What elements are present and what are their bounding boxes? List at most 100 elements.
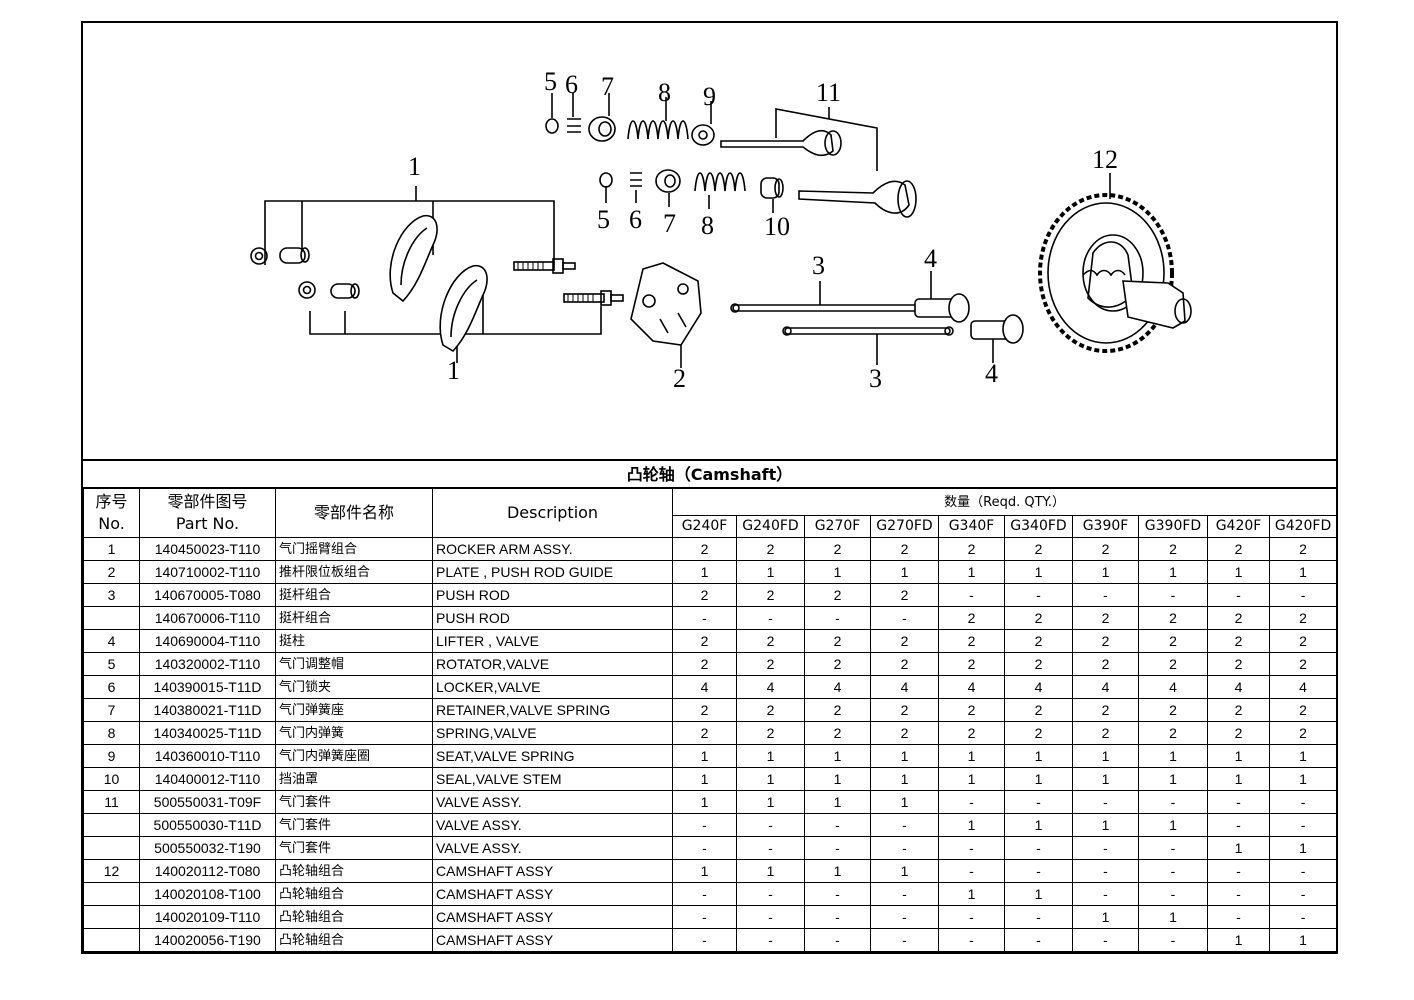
- row-qty-g390f: 1: [1072, 905, 1139, 929]
- row-qty-g340f: 2: [938, 537, 1005, 561]
- row-no: 2: [83, 560, 140, 584]
- seal-lower-icon: [760, 177, 784, 199]
- row-qty-g270f: 1: [804, 859, 871, 883]
- row-qty-g340f: 2: [938, 721, 1005, 745]
- row-qty-g420fd: 4: [1268, 675, 1338, 699]
- row-part-no: 140360010-T110: [139, 744, 276, 768]
- row-qty-g270fd: -: [870, 928, 939, 952]
- row-description: SEAL,VALVE STEM: [432, 767, 673, 791]
- row-no: 7: [83, 698, 140, 722]
- row-part-no: 140450023-T110: [139, 537, 276, 561]
- retainer-lower-icon: [655, 169, 681, 193]
- row-name-cn: 凸轮轴组合: [275, 882, 433, 906]
- header-qty: 数量（Reqd. QTY.）: [671, 488, 1338, 516]
- row-part-no: 140340025-T11D: [139, 721, 276, 745]
- row-qty-g420f: -: [1207, 813, 1270, 837]
- row-qty-g240f: 1: [672, 560, 737, 584]
- row-qty-g390fd: 1: [1138, 813, 1208, 837]
- row-qty-g420f: 2: [1207, 629, 1270, 653]
- header-part-en: Part No.: [175, 514, 240, 533]
- row-qty-g270fd: -: [870, 882, 939, 906]
- model-header-g270f: G270F: [804, 515, 871, 538]
- row-description: PUSH ROD: [432, 606, 673, 630]
- row-qty-g240f: -: [672, 836, 737, 860]
- callout-8-upper: 8: [658, 78, 671, 107]
- row-qty-g270f: 1: [804, 767, 871, 791]
- row-qty-g340fd: 1: [1004, 767, 1073, 791]
- row-qty-g420fd: 1: [1268, 744, 1338, 768]
- row-part-no: 140390015-T11D: [139, 675, 276, 699]
- row-part-no: 140670005-T080: [139, 583, 276, 607]
- row-no: 4: [83, 629, 140, 653]
- row-qty-g390f: -: [1072, 790, 1139, 814]
- row-qty-g240fd: -: [736, 813, 805, 837]
- callout-6-lower: 6: [629, 205, 642, 234]
- callout-4-upper: 4: [924, 244, 937, 273]
- row-qty-g270fd: 2: [870, 698, 939, 722]
- callout-12: 12: [1092, 145, 1118, 174]
- row-no: 8: [83, 721, 140, 745]
- row-description: VALVE ASSY.: [432, 836, 673, 860]
- model-header-g390f: G390F: [1072, 515, 1139, 538]
- row-qty-g240f: 1: [672, 767, 737, 791]
- row-qty-g420fd: -: [1268, 583, 1338, 607]
- row-qty-g240fd: 4: [736, 675, 805, 699]
- row-description: PUSH ROD: [432, 583, 673, 607]
- row-description: SEAT,VALVE SPRING: [432, 744, 673, 768]
- parts-sheet: 5 6 7 8 9 11 1 5 6 7 8 10 12 3 4 2 1 3 4…: [81, 21, 1338, 954]
- row-qty-g340fd: 1: [1004, 882, 1073, 906]
- row-qty-g340f: 1: [938, 767, 1005, 791]
- callout-7-upper: 7: [601, 72, 614, 101]
- row-name-cn: 凸轮轴组合: [275, 928, 433, 952]
- row-qty-g270f: -: [804, 836, 871, 860]
- row-qty-g390fd: 1: [1138, 905, 1208, 929]
- row-qty-g270f: 2: [804, 583, 871, 607]
- row-qty-g420f: 1: [1207, 836, 1270, 860]
- row-qty-g390fd: 1: [1138, 560, 1208, 584]
- row-qty-g340fd: 2: [1004, 606, 1073, 630]
- row-no: 10: [83, 767, 140, 791]
- row-qty-g270fd: 2: [870, 583, 939, 607]
- row-qty-g420fd: 1: [1268, 560, 1338, 584]
- row-qty-g420fd: 2: [1268, 721, 1338, 745]
- row-qty-g270fd: 4: [870, 675, 939, 699]
- model-header-g420f: G420F: [1207, 515, 1270, 538]
- row-qty-g270fd: -: [870, 813, 939, 837]
- row-name-cn: 气门套件: [275, 836, 433, 860]
- row-qty-g270fd: 1: [870, 560, 939, 584]
- row-qty-g270f: 2: [804, 698, 871, 722]
- row-qty-g240fd: 1: [736, 859, 805, 883]
- row-qty-g340f: -: [938, 790, 1005, 814]
- row-description: LOCKER,VALVE: [432, 675, 673, 699]
- row-qty-g270fd: -: [870, 905, 939, 929]
- model-header-g270fd: G270FD: [870, 515, 939, 538]
- row-qty-g270f: -: [804, 813, 871, 837]
- row-qty-g340f: -: [938, 859, 1005, 883]
- row-qty-g340f: 2: [938, 629, 1005, 653]
- callout-9: 9: [703, 82, 716, 111]
- row-qty-g420f: 1: [1207, 767, 1270, 791]
- row-qty-g390fd: 2: [1138, 652, 1208, 676]
- header-name-cn: 零部件名称: [275, 488, 433, 538]
- row-name-cn: 气门弹簧座: [275, 698, 433, 722]
- model-header-g340f: G340F: [938, 515, 1005, 538]
- row-qty-g270fd: -: [870, 606, 939, 630]
- row-qty-g270f: 1: [804, 744, 871, 768]
- row-qty-g420f: 2: [1207, 721, 1270, 745]
- row-qty-g390f: -: [1072, 859, 1139, 883]
- row-qty-g420fd: -: [1268, 859, 1338, 883]
- exploded-view-svg: 5 6 7 8 9 11 1 5 6 7 8 10 12 3 4 2 1 3 4: [250, 67, 1192, 393]
- row-no: [83, 882, 140, 906]
- row-qty-g340fd: -: [1004, 905, 1073, 929]
- row-qty-g390f: 2: [1072, 629, 1139, 653]
- row-qty-g270f: 2: [804, 721, 871, 745]
- row-qty-g420fd: -: [1268, 790, 1338, 814]
- row-qty-g420f: 1: [1207, 928, 1270, 952]
- row-no: 1: [83, 537, 140, 561]
- lifter-lower-icon: [970, 314, 1024, 344]
